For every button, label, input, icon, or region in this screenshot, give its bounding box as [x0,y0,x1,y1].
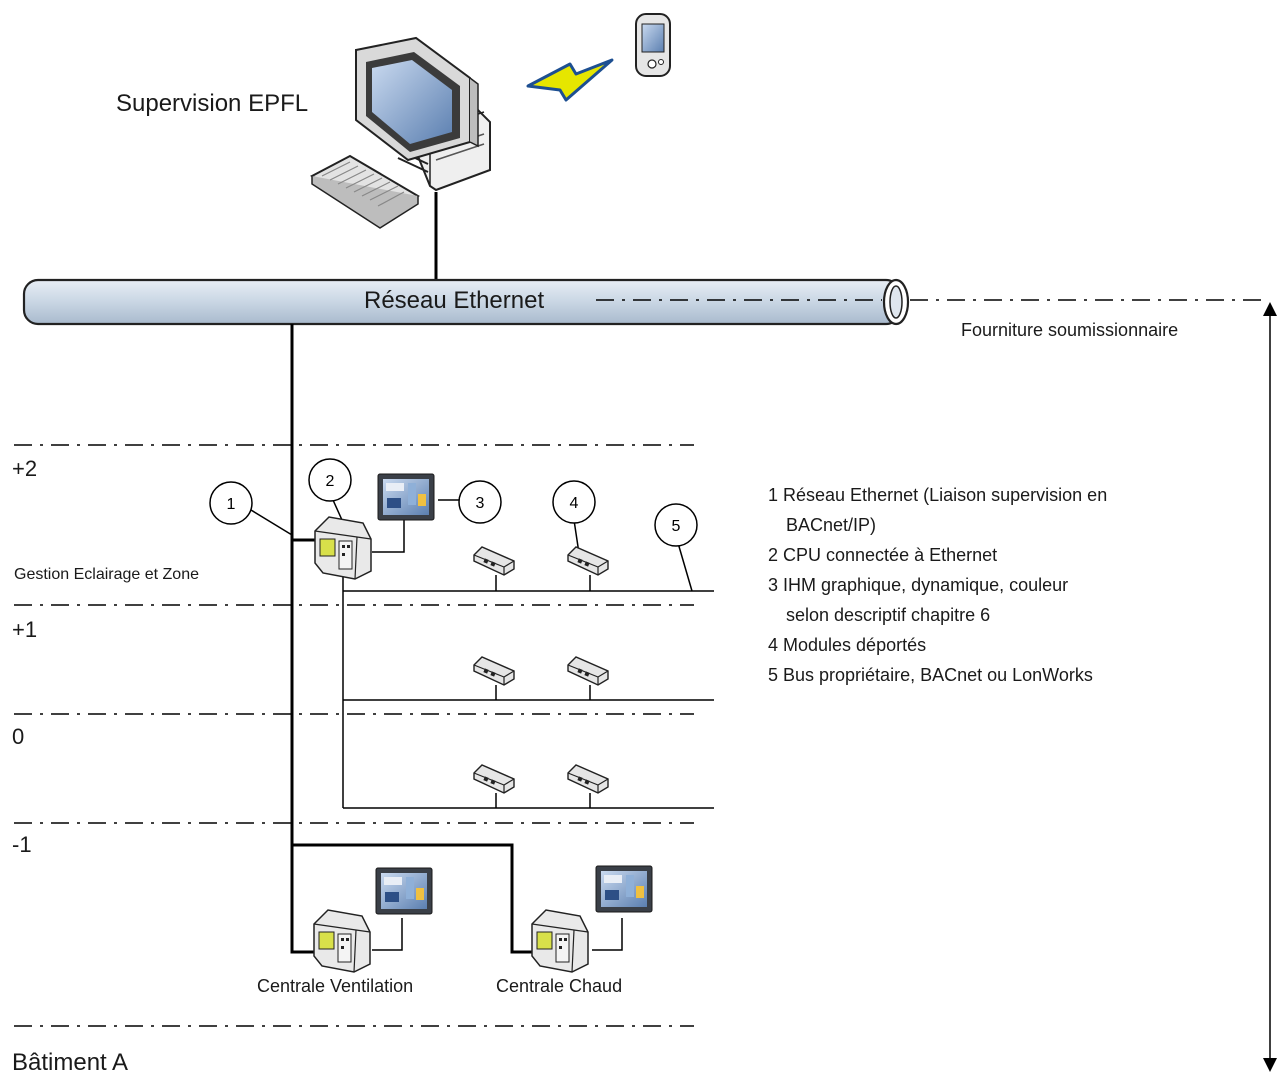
pda-icon [635,13,671,77]
building-label: Bâtiment A [12,1049,129,1076]
callout-circle [308,458,352,502]
hmi-panel-icon [595,865,653,913]
floor-label: +2 [12,456,38,481]
callout-circle [209,481,253,525]
floor-label: -1 [12,832,32,857]
legend-item: 2 CPU connectée à Ethernet [768,540,1107,570]
legend-item-text: BACnet/IP) [786,515,877,535]
callout-circle [654,503,698,547]
legend-item-text: 1 Réseau Ethernet (Liaison supervision e… [768,485,1108,505]
legend-item-text: 2 CPU connectée à Ethernet [768,545,998,565]
remote-module-icon [567,546,609,576]
cpu-controller-icon [313,909,371,973]
network-label: Réseau Ethernet [364,287,545,314]
callout-number: 5 [672,518,681,535]
floor-label: +1 [12,617,38,642]
legend-item-text: 4 Modules déportés [768,635,927,655]
plant-label: Centrale Chaud [496,976,623,996]
legend-item: 5 Bus propriétaire, BACnet ou LonWorks [768,660,1107,690]
callout-circle [552,480,596,524]
callout-circle [458,480,502,524]
callout-number: 2 [326,473,335,490]
legend-item-text: 5 Bus propriétaire, BACnet ou LonWorks [768,665,1093,685]
ethernet-pipe [22,278,910,326]
cpu-controller-icon [531,909,589,973]
legend-item-text: 3 IHM graphique, dynamique, couleur [768,575,1069,595]
legend: 1 Réseau Ethernet (Liaison supervision e… [768,480,1107,690]
zone-label: Gestion Eclairage et Zone [14,566,199,583]
floor-label: 0 [12,724,25,749]
legend-item: 1 Réseau Ethernet (Liaison supervision e… [768,480,1107,540]
cpu-controller-icon [314,516,372,580]
hmi-panel-icon [375,867,433,915]
remote-module-icon [567,764,609,794]
legend-item: 4 Modules déportés [768,630,1107,660]
remote-module-icon [473,656,515,686]
scope-label: Fourniture soumissionnaire [961,320,1179,340]
hmi-panel-icon [377,473,435,521]
workstation-icon [310,36,491,229]
plant-label: Centrale Ventilation [257,976,414,996]
callout-number: 3 [476,495,485,512]
callout-number: 4 [570,495,579,512]
remote-module-icon [567,656,609,686]
wireless-link-icon [526,58,614,102]
remote-module-icon [473,764,515,794]
callout-number: 1 [227,496,236,513]
supervision-label: Supervision EPFL [116,90,309,117]
legend-item-text: selon descriptif chapitre 6 [786,605,991,625]
legend-item: 3 IHM graphique, dynamique, couleur selo… [768,570,1107,630]
remote-module-icon [473,546,515,576]
